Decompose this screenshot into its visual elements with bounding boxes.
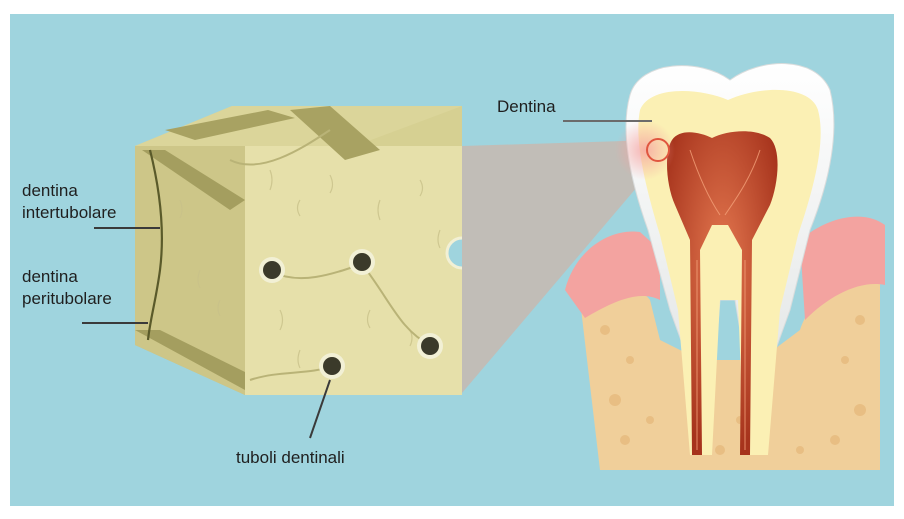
label-dentina-peritubolare: dentina peritubolare: [22, 266, 112, 310]
label-dentina-intertubolare: dentina intertubolare: [22, 180, 117, 224]
label-dentina: Dentina: [497, 96, 556, 118]
label-tuboli-dentinali: tuboli dentinali: [236, 447, 345, 469]
tooth-illustration: [565, 64, 885, 470]
dentin-block: [135, 106, 462, 395]
highlight-glow: [615, 120, 675, 180]
